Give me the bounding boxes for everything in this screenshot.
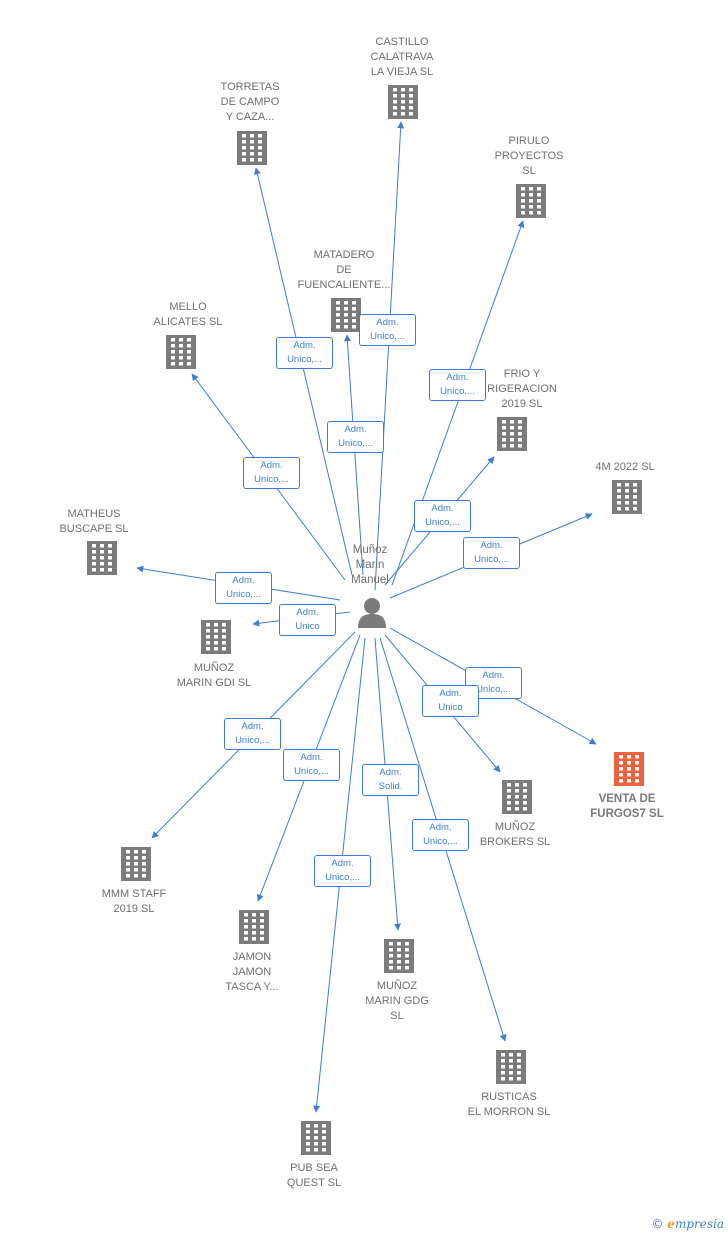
person-icon [358, 598, 386, 628]
node-label-venta[interactable]: VENTA DE FURGOS7 SL [590, 793, 664, 820]
node-label-frio[interactable]: FRIO Y RIGERACION 2019 SL [487, 368, 557, 410]
node-label-mmm[interactable]: MMM STAFF 2019 SL [101, 888, 167, 915]
edge-label-castillo[interactable]: Adm. Unico,... [359, 314, 416, 346]
node-label-gdi[interactable]: MUÑOZ MARIN GDI SL [176, 662, 252, 689]
edge-pirulo [391, 220, 525, 586]
center-person-label[interactable]: Muñoz Marin Manuel [351, 544, 389, 586]
edge-label-pirulo[interactable]: Adm. Unico,... [429, 369, 486, 401]
edge-matadero [343, 334, 364, 576]
matheus-building-icon[interactable] [87, 541, 117, 575]
node-label-m4[interactable]: 4M 2022 SL [595, 461, 655, 473]
brand-initial: e [667, 1217, 675, 1231]
venta-building-icon[interactable] [614, 752, 644, 786]
node-label-pirulo[interactable]: PIRULO PROYECTOS SL [494, 135, 564, 177]
node-label-pubsea[interactable]: PUB SEA QUEST SL [286, 1162, 342, 1189]
edge-label-brokers[interactable]: Adm. Unico [422, 685, 479, 717]
gdi-building-icon[interactable] [201, 620, 231, 654]
node-label-brokers[interactable]: MUÑOZ BROKERS SL [479, 821, 551, 848]
mmm-building-icon[interactable] [121, 847, 151, 881]
edge-label-gdi[interactable]: Adm. Unico [279, 604, 336, 636]
buildings-layer [87, 85, 644, 1155]
edge-label-matadero[interactable]: Adm. Unico,... [327, 421, 384, 453]
mello-building-icon[interactable] [166, 335, 196, 369]
node-label-jamon[interactable]: JAMON JAMON TASCA Y... [225, 951, 279, 993]
node-label-gdg[interactable]: MUÑOZ MARIN GDG SL [365, 980, 429, 1022]
pirulo-building-icon[interactable] [516, 184, 546, 218]
edge-torretas [254, 167, 353, 576]
edge-castillo [374, 121, 405, 591]
edge-label-rusticas[interactable]: Adm. Unico,... [412, 819, 469, 851]
edge-label-matheus[interactable]: Adm. Unico,... [215, 572, 272, 604]
pubsea-building-icon[interactable] [301, 1121, 331, 1155]
torretas-building-icon[interactable] [237, 131, 267, 165]
node-label-matheus[interactable]: MATHEUS BUSCAPE SL [59, 508, 129, 535]
edge-label-m4[interactable]: Adm. Unico,... [463, 537, 520, 569]
frio-building-icon[interactable] [497, 417, 527, 451]
jamon-building-icon[interactable] [239, 910, 269, 944]
edge-label-mmm[interactable]: Adm. Unico,... [224, 718, 281, 750]
rusticas-building-icon[interactable] [496, 1050, 526, 1084]
person-node[interactable] [358, 598, 386, 628]
edge-label-gdg[interactable]: Adm. Solid. [362, 764, 419, 796]
gdg-building-icon[interactable] [384, 939, 414, 973]
brand-name: mpresia [674, 1217, 724, 1231]
edge-label-pubsea[interactable]: Adm. Unico,... [314, 855, 371, 887]
matadero-building-icon[interactable] [331, 298, 361, 332]
node-label-matadero[interactable]: MATADERO DE FUENCALIENTE... [297, 249, 391, 291]
edge-label-torretas[interactable]: Adm. Unico,... [276, 337, 333, 369]
castillo-building-icon[interactable] [388, 85, 418, 119]
node-label-castillo[interactable]: CASTILLO CALATRAVA LA VIEJA SL [370, 36, 434, 78]
edge-label-mello[interactable]: Adm. Unico,... [243, 457, 300, 489]
brokers-building-icon[interactable] [502, 780, 532, 814]
m4-building-icon[interactable] [612, 480, 642, 514]
edge-label-jamon[interactable]: Adm. Unico,... [283, 749, 340, 781]
node-label-torretas[interactable]: TORRETAS DE CAMPO Y CAZA... [220, 81, 280, 123]
footer-brand: © empresia [651, 1217, 724, 1231]
edge-label-frio[interactable]: Adm. Unico,... [414, 500, 471, 532]
node-label-mello[interactable]: MELLO ALICATES SL [153, 301, 223, 328]
node-label-rusticas[interactable]: RUSTICAS EL MORRON SL [467, 1091, 551, 1118]
copyright-symbol: © [651, 1217, 664, 1231]
